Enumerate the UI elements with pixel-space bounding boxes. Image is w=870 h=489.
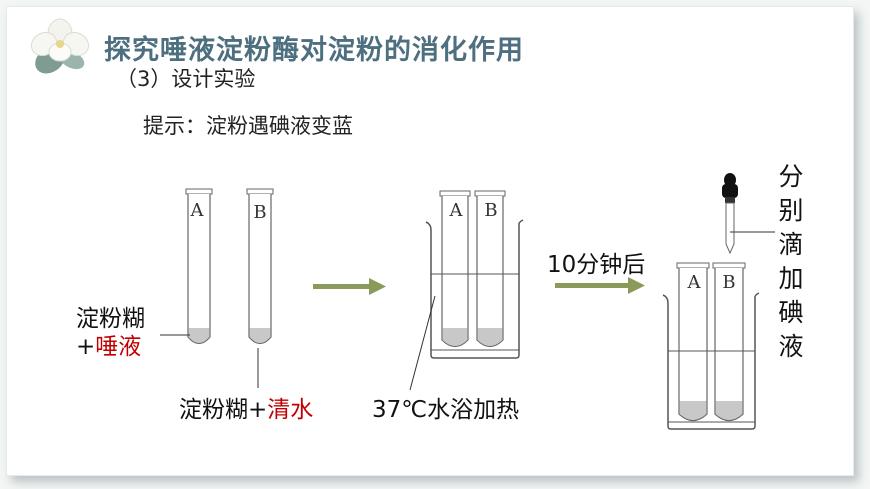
iodine-char: 别 [778,196,804,225]
iodine-char: 液 [778,332,804,361]
tube-letter-b: B [253,202,266,223]
water-text: 清水 [267,397,314,423]
tube-letter-b: B [722,272,735,293]
saliva-text: 唾液 [95,334,142,360]
slide [6,6,854,476]
tube-letter-a: A [687,272,702,293]
label-tube-b: 淀粉糊+清水 [179,396,313,424]
label-tube-a-line2: +唾液 [76,333,145,361]
tube-letter-a: A [190,200,205,221]
iodine-char: 碘 [778,298,804,327]
arrow-right-icon [555,277,645,294]
flower-icon [30,18,90,74]
test-tube-b [246,188,274,345]
iodine-char: 滴 [778,230,804,259]
iodine-char: 分 [778,162,804,191]
test-tube-a [185,188,213,345]
label-tube-b-main: 淀粉糊+ [179,397,268,423]
label-after-time: 10分钟后 [547,252,646,278]
page-title: 探究唾液淀粉酶对淀粉的消化作用 [104,35,524,66]
label-tube-a-line1: 淀粉糊 [76,306,145,332]
label-add-iodine: 分 别 滴 加 碘 液 [776,160,806,364]
pointer-line-bath [409,295,436,391]
iodine-char: 加 [778,264,804,293]
tube-letter-b: B [484,200,497,221]
arrow-right-icon [313,278,386,295]
hint-text: 提示：淀粉遇碘液变蓝 [143,114,353,138]
tube-letter-a: A [449,200,464,221]
beaker-water-bath [425,190,524,359]
section-subtitle: （3）设计实验 [116,67,256,91]
label-water-bath: 37℃水浴加热 [372,397,520,423]
beaker-iodine [662,262,760,430]
dropper-icon [722,173,738,255]
plus-sign: + [76,334,96,360]
label-tube-a: 淀粉糊 +唾液 [76,305,145,361]
